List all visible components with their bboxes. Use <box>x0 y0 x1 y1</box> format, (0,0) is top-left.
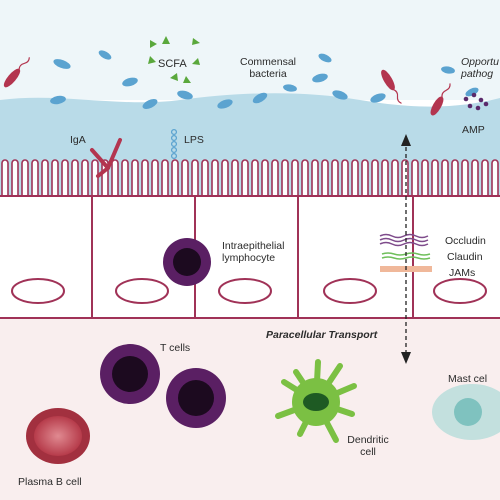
opportunistic-label-line2: pathog <box>461 68 494 80</box>
microvillus <box>291 159 299 197</box>
intraepithelial-label-line1: Intraepithelial <box>222 240 285 252</box>
occludin-strands <box>379 233 429 247</box>
mast-cell-label: Mast cel <box>448 373 488 385</box>
microvillus <box>301 159 309 197</box>
t-cells <box>100 344 226 428</box>
microvillus <box>471 159 479 197</box>
microvillus <box>341 159 349 197</box>
microvillus <box>31 159 39 197</box>
scfa-molecules <box>148 36 200 83</box>
microvillus <box>161 159 169 197</box>
lamina-propria <box>0 318 500 500</box>
microvillus <box>461 159 469 197</box>
occludin-label: Occludin <box>445 235 486 247</box>
iga-label: IgA <box>70 134 86 146</box>
microvillus <box>21 159 29 197</box>
microvilli <box>1 159 499 197</box>
microvillus <box>61 159 69 197</box>
microvillus <box>191 159 199 197</box>
scfa-label: SCFA <box>158 58 187 70</box>
paracellular-arrow <box>401 134 411 364</box>
microvillus <box>371 159 379 197</box>
plasma-b-cell-label: Plasma B cell <box>18 476 82 488</box>
cell-nuclei <box>11 278 487 304</box>
microvillus <box>491 159 499 197</box>
microvillus <box>211 159 219 197</box>
microvillus <box>121 159 129 197</box>
opportunistic-label-line1: Opportu <box>461 56 499 68</box>
plasma-b-cell <box>26 408 90 464</box>
iga-icon <box>90 138 122 178</box>
microvillus <box>71 159 79 197</box>
mast-cell <box>432 384 500 440</box>
microvillus <box>271 159 279 197</box>
microvillus <box>131 159 139 197</box>
microvillus <box>51 159 59 197</box>
commensal-bacteria-label: Commensal bacteria <box>238 56 298 80</box>
microvillus <box>201 159 209 197</box>
amp-label: AMP <box>462 124 485 136</box>
microvillus <box>171 159 179 197</box>
lumen-region <box>0 0 500 100</box>
dendritic-cell <box>275 359 357 443</box>
claudin-label: Claudin <box>447 251 483 263</box>
microvillus <box>391 159 399 197</box>
lps-icon <box>170 128 178 160</box>
commensal-label-line1: Commensal <box>239 56 297 68</box>
microvillus <box>481 159 489 197</box>
microvillus <box>411 159 419 197</box>
microvillus <box>81 159 89 197</box>
microvillus <box>141 159 149 197</box>
microvillus <box>11 159 19 197</box>
microvillus <box>181 159 189 197</box>
dendritic-label-line1: Dendritic <box>347 434 389 446</box>
microvillus <box>401 159 409 197</box>
microvillus <box>41 159 49 197</box>
microvillus <box>441 159 449 197</box>
microvillus <box>381 159 389 197</box>
microvillus <box>241 159 249 197</box>
jams-label: JAMs <box>449 267 476 279</box>
microvillus <box>331 159 339 197</box>
microvillus <box>231 159 239 197</box>
microvillus <box>261 159 269 197</box>
microvillus <box>281 159 289 197</box>
microvillus <box>311 159 319 197</box>
microvillus <box>351 159 359 197</box>
dendritic-label-line2: cell <box>360 446 376 458</box>
microvillus <box>1 159 9 197</box>
intraepithelial-lymphocyte <box>163 238 211 286</box>
intraepithelial-label-line2: lymphocyte <box>222 252 276 264</box>
microvillus <box>91 159 99 197</box>
microvillus <box>421 159 429 197</box>
lps-label: LPS <box>184 134 204 146</box>
opportunistic-pathogen-label: Opportu pathog <box>461 56 499 80</box>
pathogen-bacteria <box>3 57 451 116</box>
paracellular-transport-label: Paracellular Transport <box>266 329 378 341</box>
microvillus <box>221 159 229 197</box>
microvillus <box>151 159 159 197</box>
commensal-bacteria <box>50 50 479 109</box>
amp-molecules <box>463 92 489 111</box>
microvillus <box>321 159 329 197</box>
microvillus <box>451 159 459 197</box>
intraepithelial-lymphocyte-label: Intraepithelial lymphocyte <box>222 240 284 264</box>
microvillus <box>251 159 259 197</box>
microvillus <box>431 159 439 197</box>
microvillus <box>361 159 369 197</box>
t-cells-label: T cells <box>160 342 191 354</box>
microvillus <box>111 159 119 197</box>
commensal-label-line2: bacteria <box>249 68 287 80</box>
dendritic-cell-label: Dendritic cell <box>338 434 398 458</box>
